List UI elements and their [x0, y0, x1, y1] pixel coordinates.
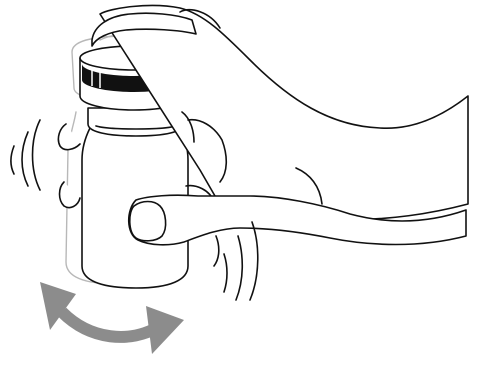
shake-arrow-icon	[40, 282, 184, 354]
